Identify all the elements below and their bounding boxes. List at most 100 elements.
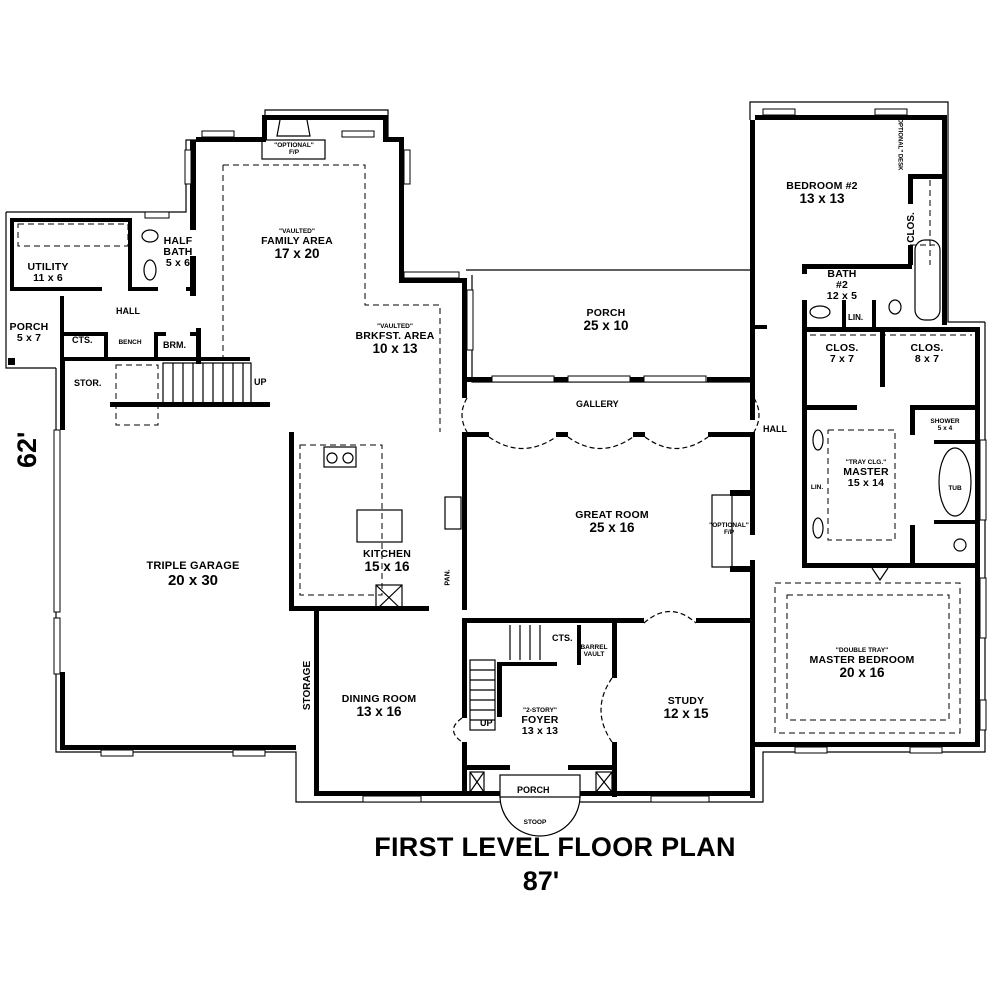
room-dim: 5 x 6 xyxy=(165,257,191,270)
shower-dim: 5 x 4 xyxy=(937,425,953,433)
room-name: MASTER BEDROOM xyxy=(809,653,915,666)
room-triple-garage: TRIPLE GARAGE 20 x 30 xyxy=(146,560,240,589)
room-utility: UTILITY 11 x 6 xyxy=(27,261,69,285)
room-closet-7x7: CLOS. 7 x 7 xyxy=(825,342,859,366)
fp-line1: "OPTIONAL" xyxy=(709,522,749,529)
room-dim: 20 x 30 xyxy=(167,571,219,589)
overall-width-dimension: 87' xyxy=(522,866,560,896)
room-dim: 7 x 7 xyxy=(829,353,855,366)
room-name-line2: BATH xyxy=(163,246,193,259)
room-name: TRIPLE GARAGE xyxy=(146,560,240,572)
stoop-arc xyxy=(499,795,581,837)
room-dim: 20 x 16 xyxy=(839,664,885,680)
room-mud-hall: HALL xyxy=(116,306,140,316)
room-dim: 10 x 13 xyxy=(372,340,418,356)
room-bedroom-2: BEDROOM #2 13 x 13 xyxy=(786,180,857,206)
bath2-tub xyxy=(914,239,941,321)
room-name: KITCHEN xyxy=(362,548,412,560)
stoop: STOOP xyxy=(523,819,547,826)
room-name-line1: BATH xyxy=(827,268,857,280)
room-dim: 17 x 20 xyxy=(274,245,320,261)
fp-line2: F/P xyxy=(288,149,300,157)
room-note: "VAULTED" xyxy=(279,228,315,235)
room-dim: 11 x 6 xyxy=(33,272,63,285)
stairs-foyer xyxy=(469,625,541,731)
room-note: "VAULTED" xyxy=(377,323,413,330)
room-dim: 12 x 15 xyxy=(663,706,709,722)
room-dim: 15 x 14 xyxy=(847,476,885,489)
room-name: STUDY xyxy=(667,695,705,707)
room-name: MASTER xyxy=(843,465,889,478)
room-bench: BENCH xyxy=(118,339,142,346)
master-tub xyxy=(938,447,972,517)
room-name: CLOS. xyxy=(825,342,859,354)
room-name-line2: #2 xyxy=(835,279,849,292)
bedroom2-closet: CLOS. xyxy=(905,212,917,243)
room-gallery: GALLERY xyxy=(576,399,619,409)
room-name-line1: HALF xyxy=(163,235,193,247)
windows xyxy=(53,108,987,803)
fp-line1: "OPTIONAL" xyxy=(274,142,314,149)
room-name: FOYER xyxy=(521,713,559,726)
room-name: FAMILY AREA xyxy=(261,234,333,247)
room-name: UTILITY xyxy=(27,261,69,273)
room-family-area: "VAULTED" FAMILY AREA 17 x 20 xyxy=(261,228,333,261)
room-front-porch: PORCH xyxy=(517,785,550,795)
shower-name: SHOWER xyxy=(930,418,960,425)
ceiling-lines xyxy=(17,164,972,734)
overall-depth-dimension: 62' xyxy=(12,431,42,468)
room-rear-porch: PORCH 25 x 10 xyxy=(583,307,629,334)
room-dim: 25 x 10 xyxy=(583,318,629,334)
room-master-bath: "TRAY CLG." MASTER 15 x 14 xyxy=(843,459,889,489)
room-kitchen: KITCHEN 15 x 16 xyxy=(362,548,412,575)
room-note: "TRAY CLG." xyxy=(845,459,887,466)
family-optional-fireplace: "OPTIONAL" F/P xyxy=(274,142,314,156)
great-room-optional-fireplace: "OPTIONAL" F/P xyxy=(709,522,749,536)
fireplace-family xyxy=(261,119,326,160)
room-foyer: "2-STORY" FOYER 13 x 13 xyxy=(521,707,559,737)
room-dim: 15 x 16 xyxy=(364,559,410,575)
master-linen: LIN. xyxy=(810,484,824,491)
fireplace-great xyxy=(711,494,733,568)
room-note: "2-STORY" xyxy=(523,707,557,714)
room-dim: 5 x 7 xyxy=(16,332,42,345)
arched-openings xyxy=(452,397,760,743)
room-note: "DOUBLE TRAY" xyxy=(835,647,889,654)
room-dim: 8 x 7 xyxy=(914,353,940,366)
kitchen-fixtures xyxy=(323,446,462,611)
room-brm: BRM. xyxy=(163,340,186,350)
room-dim: 13 x 13 xyxy=(521,724,559,737)
room-stor: STOR. xyxy=(74,378,102,388)
room-dim: 25 x 16 xyxy=(589,520,635,536)
room-name: GREAT ROOM xyxy=(575,509,649,521)
room-name: CLOS. xyxy=(910,342,944,354)
master-tub-label: TUB xyxy=(948,485,962,492)
stairs-left xyxy=(162,362,252,404)
kitchen-sink xyxy=(323,446,357,468)
bv-line1: BARREL xyxy=(580,644,608,651)
foyer-columns xyxy=(469,771,613,793)
shower: SHOWER 5 x 4 xyxy=(930,418,959,432)
room-bath-2: BATH #2 12 x 5 xyxy=(826,268,858,303)
room-dim: 12 x 5 xyxy=(826,290,858,303)
range xyxy=(444,496,462,530)
barrel-vault: BARREL VAULT xyxy=(580,644,607,658)
room-half-bath: HALF BATH 5 x 6 xyxy=(163,235,193,270)
room-dining-room: DINING ROOM 13 x 16 xyxy=(342,693,417,719)
fridge-box xyxy=(375,584,403,611)
room-closet-8x7: CLOS. 8 x 7 xyxy=(910,342,944,366)
room-great-room: GREAT ROOM 25 x 16 xyxy=(575,509,649,536)
bath-fixtures xyxy=(141,229,972,552)
walls xyxy=(10,115,980,798)
stair-up-foyer: UP xyxy=(480,718,493,728)
master-door-swing xyxy=(871,567,889,582)
porch-post xyxy=(8,358,15,365)
room-storage: STORAGE xyxy=(302,660,314,711)
room-name: PORCH xyxy=(586,307,626,319)
room-pantry: PAN. xyxy=(444,569,452,586)
room-name: BRKFST. AREA xyxy=(355,329,435,342)
bv-line2: VAULT xyxy=(583,651,605,659)
room-master-bedroom: "DOUBLE TRAY" MASTER BEDROOM 20 x 16 xyxy=(809,647,915,680)
room-cts-left: CTS. xyxy=(72,335,93,345)
